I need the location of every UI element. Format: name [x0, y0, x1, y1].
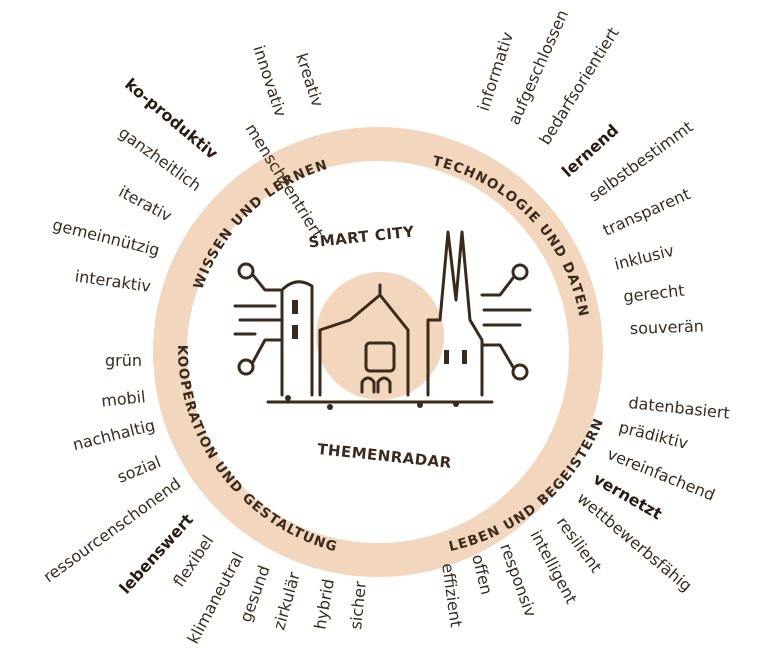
word-gesund: gesund: [236, 563, 274, 625]
word-gruen: grün: [105, 351, 142, 370]
word-offen: offen: [468, 552, 496, 596]
city-illustration: [233, 230, 532, 410]
word-praediktiv: prädiktiv: [617, 417, 690, 453]
center-disc: [316, 272, 444, 400]
word-innovativ: innovativ: [249, 43, 290, 119]
word-kreativ: kreativ: [292, 51, 327, 109]
word-effizient: effizient: [438, 562, 466, 628]
word-informativ: informativ: [474, 29, 517, 113]
word-inklusiv: inklusiv: [612, 241, 675, 274]
word-transparent: transparent: [600, 184, 693, 239]
word-sozial: sozial: [114, 452, 163, 487]
circuit-left-icon: [233, 262, 282, 376]
word-datenbasiert: datenbasiert: [628, 393, 731, 423]
word-ressourcenschonend: ressourcenschonend: [40, 474, 185, 586]
word-souveraen: souverän: [629, 316, 704, 338]
word-zirkulaer: zirkulär: [269, 569, 304, 632]
word-mobil: mobil: [100, 387, 146, 411]
word-interaktiv: interaktiv: [74, 266, 152, 295]
word-responsiv: responsiv: [496, 541, 540, 620]
word-hybrid: hybrid: [310, 577, 338, 630]
ring: [153, 127, 603, 577]
word-iterativ: iterativ: [116, 182, 175, 226]
word-gerecht: gerecht: [622, 281, 685, 306]
word-gemeinnuetzig: gemeinnützig: [51, 215, 162, 260]
circuit-right-icon: [480, 263, 532, 381]
word-nachhaltig: nachhaltig: [71, 415, 157, 454]
center-title-bottom: THEMENRADAR: [316, 440, 452, 472]
word-sicher: sicher: [346, 580, 370, 630]
